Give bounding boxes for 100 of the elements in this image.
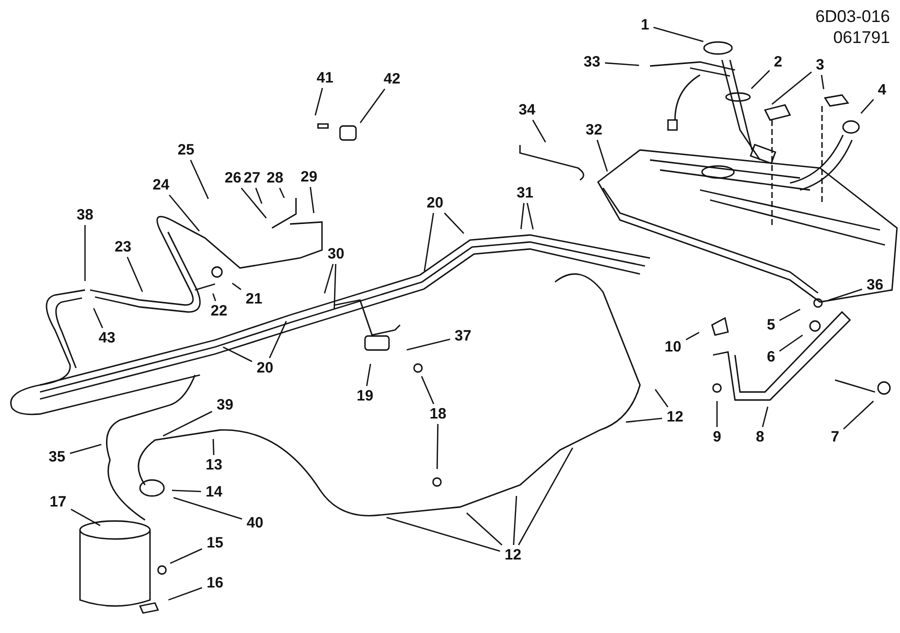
callout-number: 34: [518, 102, 536, 118]
leader-line: [334, 264, 336, 310]
leader-line: [436, 424, 438, 470]
leader-line: [268, 320, 287, 358]
leader-line: [366, 364, 372, 386]
leader-line: [212, 438, 214, 456]
leader-line: [162, 410, 212, 437]
leader-line: [424, 212, 434, 272]
leader-line: [750, 70, 770, 90]
callout-number: 24: [152, 178, 170, 192]
leader-line: [596, 140, 608, 172]
callout-number: 13: [206, 458, 222, 472]
leader-line: [772, 71, 812, 105]
leader-line: [466, 512, 502, 546]
leader-line: [70, 508, 100, 526]
callout-number: 10: [664, 340, 682, 354]
leader-line: [170, 548, 202, 564]
leader-line: [172, 490, 202, 492]
callout-number: 5: [766, 318, 776, 332]
leader-line: [93, 308, 104, 328]
callout-number: 12: [666, 410, 684, 424]
leader-line: [654, 388, 668, 408]
callout-number: 30: [328, 246, 344, 262]
callout-number: 9: [712, 430, 722, 444]
leader-line: [762, 406, 768, 428]
leader-line: [255, 188, 262, 204]
callout-number: 35: [48, 450, 66, 464]
callout-number: 26: [224, 170, 242, 186]
leader-line: [190, 160, 209, 200]
leader-line: [310, 186, 314, 214]
leader-line: [653, 26, 704, 42]
callout-number: 4: [878, 82, 886, 98]
leader-line: [820, 74, 824, 90]
callout-number: 20: [426, 196, 444, 210]
leader-line: [84, 225, 86, 281]
callout-number: 12: [504, 548, 522, 562]
leader-line: [604, 62, 640, 66]
leader-line: [240, 188, 267, 218]
leader-line: [860, 99, 874, 114]
callout-number: 25: [178, 142, 194, 158]
callout-number: 38: [76, 208, 94, 222]
callout-number: 42: [384, 72, 400, 86]
leader-line: [168, 194, 200, 232]
callout-number: 39: [216, 398, 234, 412]
callout-number: 3: [816, 58, 824, 72]
callout-number: 8: [756, 430, 764, 444]
reference-code: 6D03-016: [815, 6, 890, 28]
leader-line: [716, 401, 718, 427]
callout-number: 22: [210, 304, 228, 318]
callout-number: 15: [206, 536, 224, 550]
callout-number: 31: [516, 186, 534, 200]
callout-number: 18: [430, 406, 446, 422]
leader-line: [828, 288, 862, 301]
callout-number: 37: [454, 328, 472, 344]
callout-number: 29: [300, 170, 318, 184]
leader-line: [843, 400, 874, 430]
callout-number: 28: [266, 170, 284, 186]
leader-line: [686, 332, 700, 340]
leader-line: [520, 202, 525, 230]
leader-line: [444, 212, 464, 234]
leader-line: [360, 88, 386, 124]
leader-line: [212, 293, 216, 302]
callout-number: 23: [114, 240, 132, 254]
callout-number: 32: [586, 122, 602, 138]
callout-number: 41: [316, 70, 334, 86]
leader-line: [779, 334, 803, 352]
leader-line: [70, 444, 102, 454]
leader-line: [421, 376, 434, 404]
callout-number: 33: [584, 54, 600, 70]
leader-line: [512, 496, 518, 546]
callout-number: 6: [766, 350, 776, 364]
callout-number: 20: [256, 360, 274, 376]
callout-number: 19: [356, 388, 374, 404]
callout-number: 21: [246, 292, 262, 306]
leader-line: [314, 88, 324, 116]
callout-number: 17: [50, 494, 66, 510]
callout-number: 14: [206, 484, 222, 500]
leader-line: [626, 418, 662, 423]
leader-line: [386, 516, 500, 552]
reference-code: 061791: [833, 27, 890, 48]
callout-number: 16: [206, 576, 224, 590]
leader-line: [532, 120, 546, 143]
leader-line: [232, 282, 242, 290]
leader-line: [279, 188, 285, 198]
callout-number: 40: [246, 516, 264, 530]
callout-number: 1: [640, 18, 650, 32]
callout-number: 36: [866, 278, 884, 292]
callout-number: 2: [774, 54, 782, 70]
leader-line: [168, 587, 202, 601]
leader-line: [518, 448, 574, 546]
leader-line: [526, 202, 534, 230]
leader-line: [406, 338, 450, 350]
callout-number: 43: [98, 330, 116, 346]
callout-number: 7: [830, 430, 840, 444]
callout-number: 27: [244, 170, 260, 186]
leader-line: [173, 497, 242, 520]
leader-line: [324, 264, 334, 294]
leader-line: [126, 256, 144, 292]
leader-line: [222, 346, 252, 362]
leader-line: [779, 308, 800, 321]
